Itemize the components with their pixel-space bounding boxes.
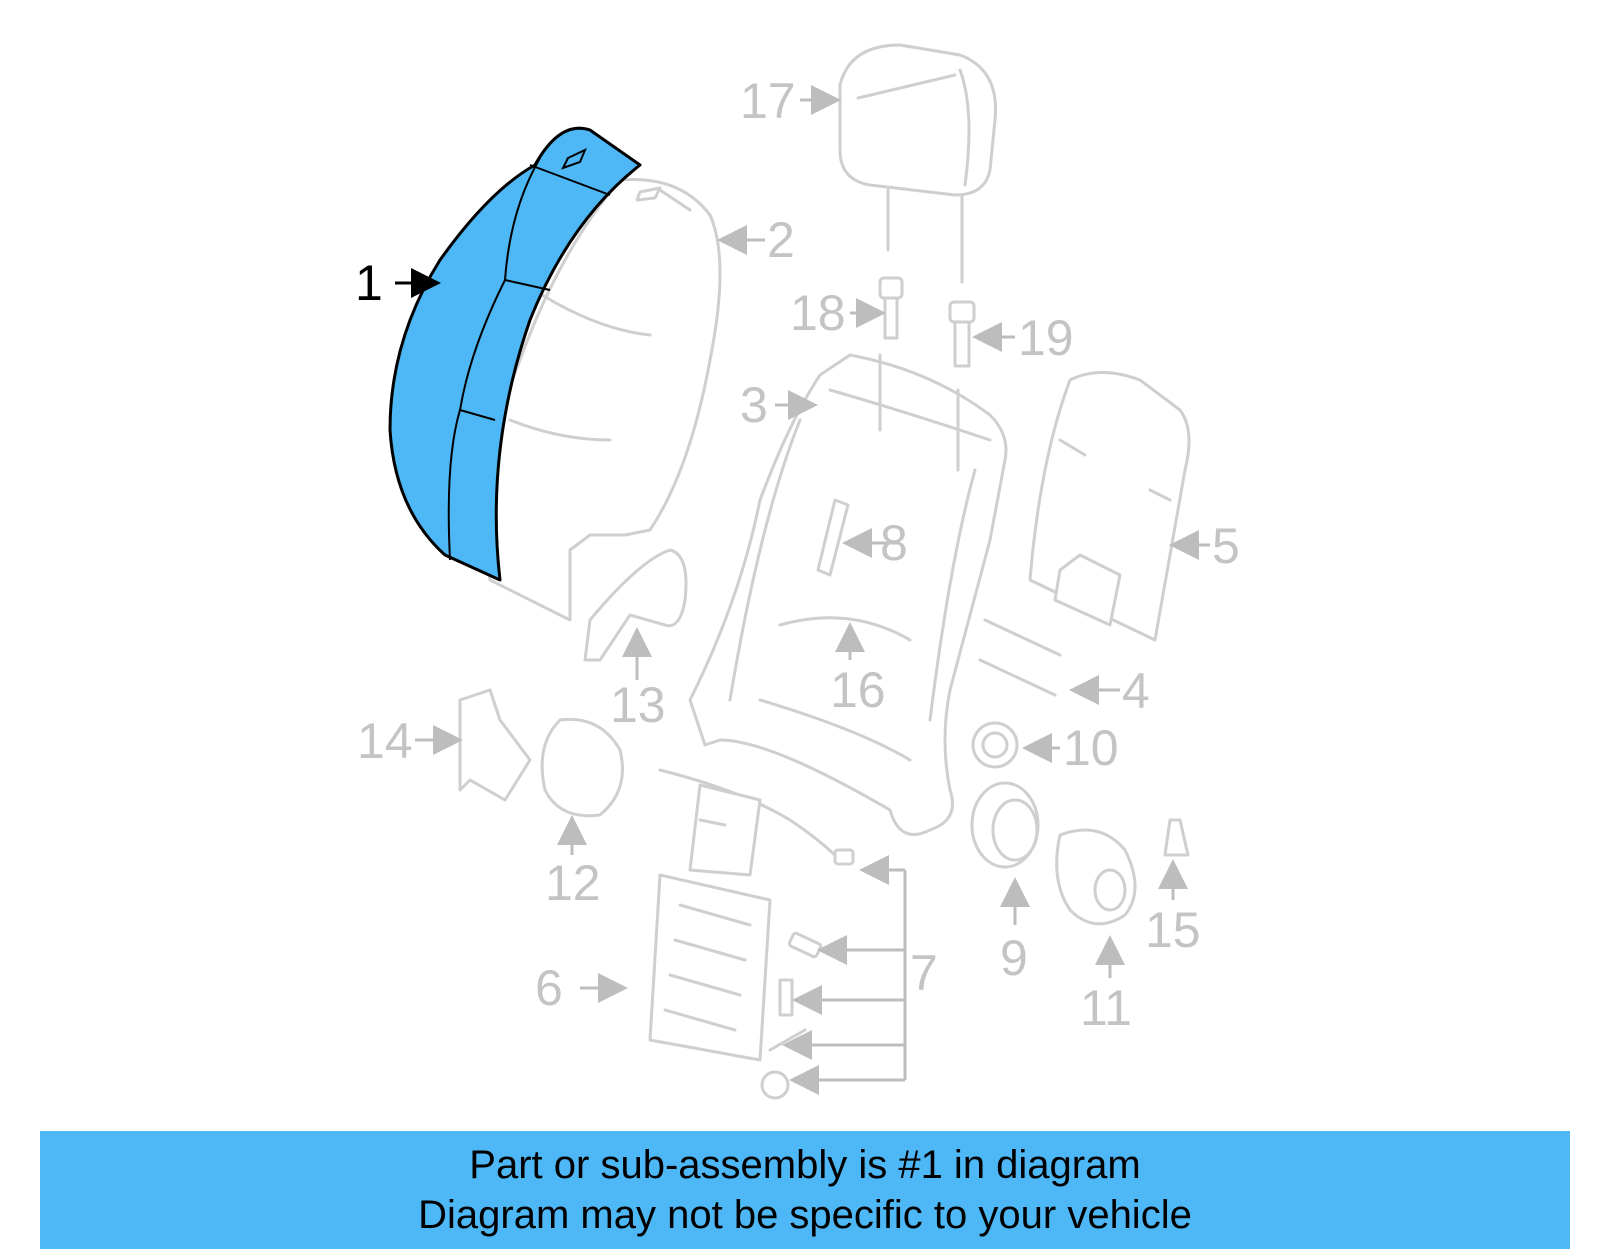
part-6-mechanism — [648, 768, 842, 1062]
callout-15: 15 — [1145, 902, 1201, 958]
part-18-guide — [878, 276, 904, 340]
callout-17: 17 — [740, 73, 796, 129]
info-banner: Part or sub-assembly is #1 in diagram Di… — [40, 1131, 1570, 1249]
part-15 — [1163, 818, 1190, 857]
callout-1: 1 — [355, 255, 383, 311]
part-3-frame — [688, 353, 1008, 836]
callout-5: 5 — [1212, 518, 1240, 574]
part-17-headrest — [838, 43, 998, 284]
part-13 — [583, 548, 688, 662]
callout-9: 9 — [1000, 930, 1028, 986]
callout-12: 12 — [545, 855, 601, 911]
callout-10: 10 — [1063, 720, 1119, 776]
callout-2: 2 — [767, 212, 795, 268]
callout-6: 6 — [535, 960, 563, 1016]
part-11-cover — [1055, 828, 1137, 926]
callout-8: 8 — [880, 515, 908, 571]
callout-7: 7 — [910, 945, 938, 1001]
callout-14: 14 — [357, 713, 413, 769]
part-10-gear — [971, 721, 1019, 769]
banner-line-1: Part or sub-assembly is #1 in diagram — [469, 1143, 1141, 1187]
part-16-wire — [778, 616, 912, 642]
part-8 — [816, 498, 850, 577]
part-9-knob — [970, 781, 1040, 869]
part-2-cover — [482, 177, 722, 622]
parts-diagram: 1 2 3 4 5 6 7 8 9 10 11 12 13 14 15 16 1… — [355, 43, 1240, 1100]
callout-leaders — [395, 85, 1210, 1095]
part-5-panel — [1028, 371, 1191, 642]
callout-19: 19 — [1018, 310, 1074, 366]
callout-4: 4 — [1122, 663, 1150, 719]
part-19-guide — [948, 300, 976, 368]
banner-line-2: Diagram may not be specific to your vehi… — [418, 1193, 1192, 1237]
part-12 — [540, 717, 624, 818]
part-4 — [978, 618, 1062, 697]
callout-16: 16 — [830, 662, 886, 718]
callout-11: 11 — [1080, 980, 1132, 1036]
callout-18: 18 — [790, 285, 846, 341]
part-1-seat-back-pad — [388, 126, 642, 582]
part-7-fasteners — [760, 848, 855, 1100]
callout-numbers: 1 2 3 4 5 6 7 8 9 10 11 12 13 14 15 16 1… — [355, 73, 1240, 1036]
callout-3: 3 — [740, 377, 768, 433]
callout-13: 13 — [610, 677, 666, 733]
part-14 — [458, 688, 532, 802]
